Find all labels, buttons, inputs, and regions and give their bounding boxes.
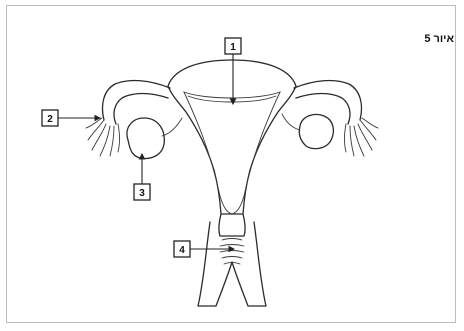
left-fimbriae [86,118,120,156]
callout-2: 2 [42,110,58,126]
right-fimbriae [345,118,379,156]
callout-4: 4 [174,241,190,257]
vaginal-rugae [220,239,244,265]
svg-text:3: 3 [139,188,145,199]
left-fallopian-tube [102,81,170,120]
endometrium-line [188,96,276,102]
uterus-body-outline [168,60,296,214]
callout-3: 3 [134,184,150,200]
svg-text:1: 1 [230,42,236,53]
cervix [219,214,245,236]
vagina-outline [198,222,266,306]
uterine-cavity [184,92,280,214]
svg-text:4: 4 [179,245,185,256]
right-ovary [299,114,333,148]
left-ovary [127,118,164,158]
right-fallopian-tube [294,81,362,120]
callout-1: 1 [225,38,241,54]
svg-text:2: 2 [47,114,53,125]
